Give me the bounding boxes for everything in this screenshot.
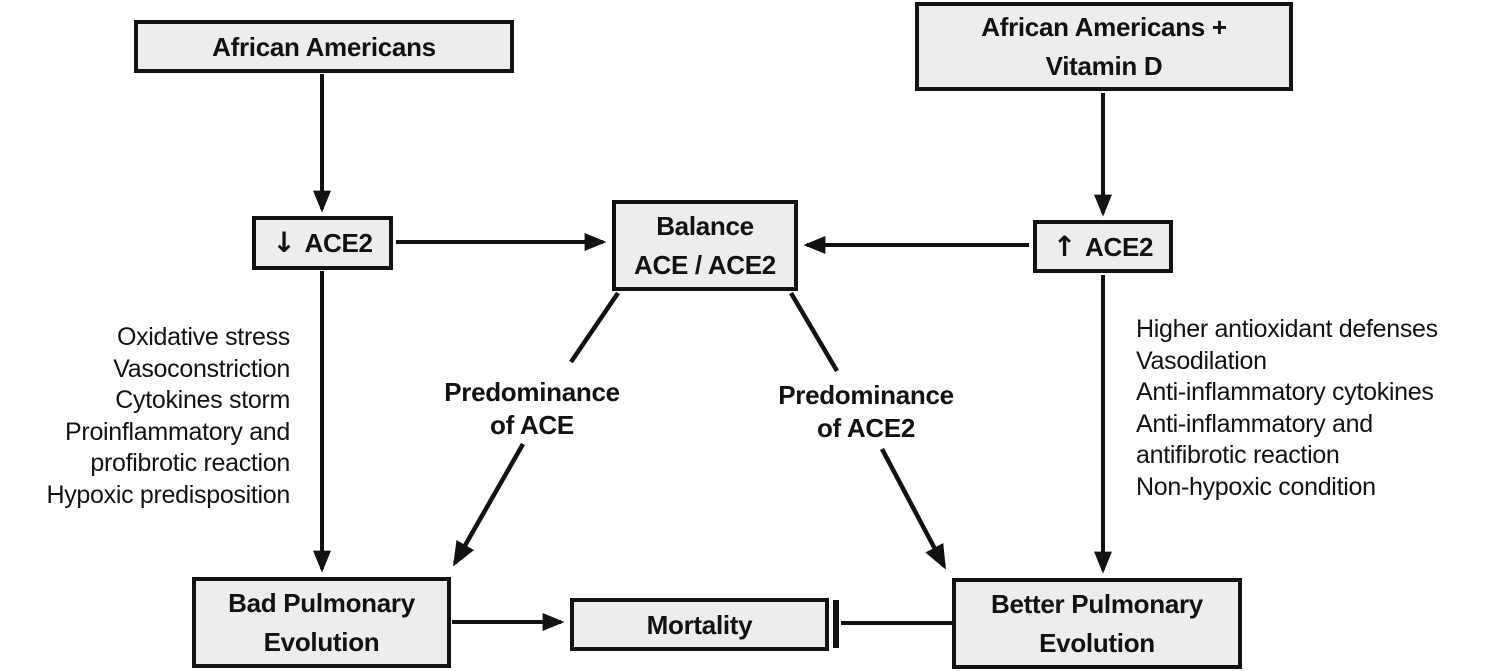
box-bad-pulmonary-evolution: Bad Pulmonary Evolution	[192, 577, 451, 668]
arrow-predominance-ace-to-bad-pulmonary	[452, 442, 525, 567]
box-balance-line2: ACE / ACE2	[634, 249, 776, 280]
predominance-ace-line2: of ACE	[490, 410, 574, 441]
label-predominance-of-ace: Predominance of ACE	[412, 376, 652, 443]
list-item: Oxidative stress	[116, 323, 290, 351]
list-item: Anti-inflammatory and	[1136, 409, 1373, 438]
box-african-americans-label: African Americans	[212, 31, 436, 62]
box-african-americans-vitamin-d: African Americans + Vitamin D	[915, 2, 1293, 91]
box-ace2-up: ↑ ACE2	[1033, 220, 1173, 273]
predominance-ace-line1: Predominance	[444, 377, 620, 407]
arrow-predominance-ace2-to-better-pulmonary	[880, 447, 946, 570]
line-balance-to-predominance-ace	[569, 291, 620, 364]
increase-arrow-icon: ↑	[1052, 229, 1076, 263]
list-item: Proinflammatory and	[65, 417, 290, 446]
list-item: Anti-inflammatory cytokines	[1136, 378, 1434, 406]
box-aavd-line1: African Americans +	[981, 11, 1227, 42]
list-item: Higher antioxidant defenses	[1136, 315, 1438, 343]
list-item: profibrotic reaction	[90, 449, 290, 477]
box-ace2-up-label: ACE2	[1085, 231, 1154, 262]
box-better-pulmonary-evolution: Better Pulmonary Evolution	[952, 578, 1242, 669]
box-aavd-line2: Vitamin D	[1045, 50, 1163, 81]
box-bad-line1: Bad Pulmonary	[228, 587, 415, 618]
line-balance-to-predominance-ace2	[789, 291, 839, 373]
list-item: Vasoconstriction	[113, 354, 290, 383]
predominance-ace2-line2: of ACE2	[816, 413, 916, 444]
box-bad-line2: Evolution	[263, 626, 380, 657]
box-ace2-down-label: ACE2	[304, 228, 373, 258]
predominance-ace2-line1: Predominance	[778, 380, 954, 410]
box-balance-line1: Balance	[656, 210, 754, 241]
ace-deleterious-effects-list: Oxidative stress Vasoconstriction Cytoki…	[0, 322, 290, 511]
label-predominance-of-ace2: Predominance of ACE2	[746, 379, 986, 446]
list-item: Hypoxic predisposition	[46, 480, 290, 509]
box-mortality-label: Mortality	[646, 609, 753, 640]
list-item: antifibrotic reaction	[1136, 441, 1340, 469]
decrease-arrow-icon: ↓	[272, 226, 296, 259]
box-better-line1: Better Pulmonary	[991, 588, 1203, 619]
box-ace2-down: ↓ ACE2	[252, 216, 393, 270]
box-mortality: Mortality	[570, 598, 829, 651]
list-item: Non-hypoxic condition	[1136, 472, 1376, 501]
ace2-beneficial-effects-list: Higher antioxidant defenses Vasodilation…	[1136, 314, 1498, 503]
box-balance-ace-ace2: Balance ACE / ACE2	[612, 200, 798, 291]
box-african-americans: African Americans	[134, 20, 514, 73]
box-better-line2: Evolution	[1039, 627, 1155, 658]
list-item: Cytokines storm	[115, 386, 290, 414]
list-item: Vasodilation	[1136, 346, 1267, 375]
